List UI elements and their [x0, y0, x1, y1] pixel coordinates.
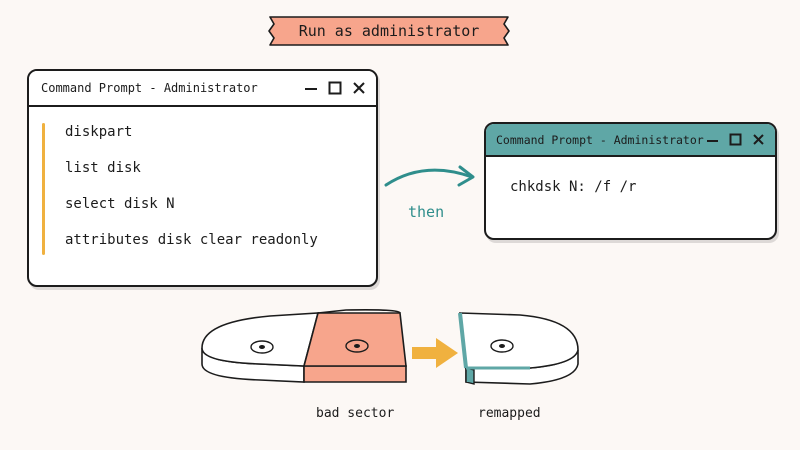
bad-sector-label: bad sector: [316, 406, 395, 421]
banner-shape: [268, 16, 510, 46]
disk-platter: [201, 312, 320, 367]
chkdsk-command: chkdsk N: /f /r: [510, 179, 637, 195]
command-list: diskpart list disk select disk N attribu…: [29, 107, 376, 265]
command-line: list disk: [65, 160, 141, 176]
command-line: diskpart: [65, 124, 133, 140]
maximize-icon[interactable]: [328, 81, 342, 95]
close-icon[interactable]: [352, 81, 366, 95]
bad-sector-side: [303, 365, 407, 383]
disk-remap-diagram: [201, 309, 579, 385]
right-arrow-icon: [412, 338, 458, 368]
command-line: select disk N: [65, 196, 175, 212]
window-titlebar[interactable]: Command Prompt - Administrator: [486, 124, 775, 157]
spindle-icon: [490, 339, 514, 353]
banner-text: Run as administrator: [298, 22, 480, 40]
command-accent-bar: [42, 123, 45, 255]
minimize-icon[interactable]: [304, 81, 318, 95]
minimize-icon[interactable]: [706, 133, 719, 146]
spindle-icon: [345, 339, 369, 353]
command-line: attributes disk clear readonly: [65, 232, 318, 248]
spindle-icon: [250, 340, 274, 354]
remapped-disk-platter: [459, 312, 579, 369]
curved-arrow-icon: [384, 165, 475, 187]
command-prompt-window-diskpart[interactable]: Command Prompt - Administrator diskpart …: [27, 69, 378, 287]
run-as-admin-banner: Run as administrator: [266, 14, 512, 48]
window-title: Command Prompt - Administrator: [41, 81, 258, 95]
window-titlebar[interactable]: Command Prompt - Administrator: [29, 71, 376, 107]
window-title: Command Prompt - Administrator: [496, 132, 704, 147]
maximize-icon[interactable]: [729, 133, 742, 146]
remapped-label: remapped: [478, 406, 541, 421]
then-label: then: [408, 203, 445, 221]
command-prompt-window-chkdsk[interactable]: Command Prompt - Administrator chkdsk N:…: [484, 122, 777, 240]
close-icon[interactable]: [752, 133, 765, 146]
